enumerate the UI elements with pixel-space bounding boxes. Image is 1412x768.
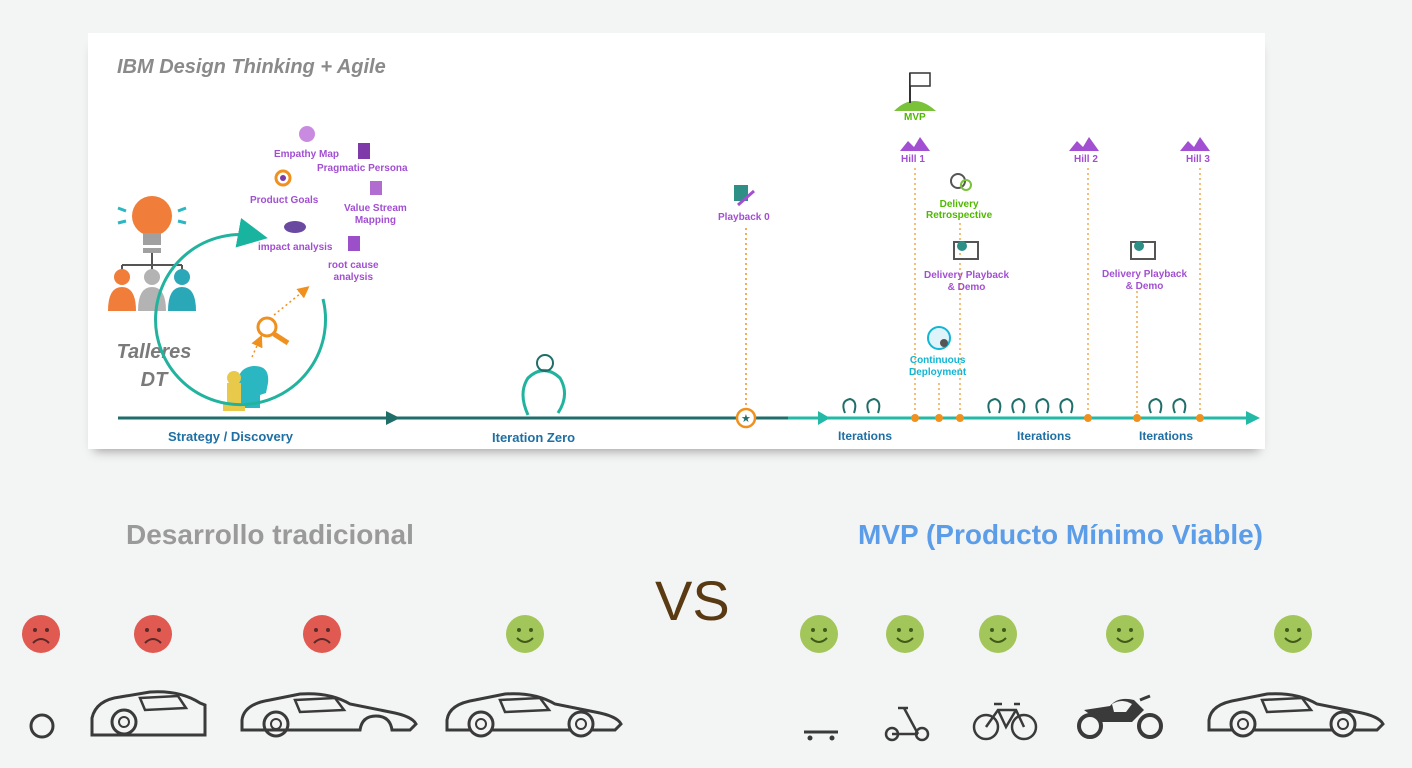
lightbulb-team-icon <box>108 196 196 311</box>
happy-face-3 <box>885 614 925 654</box>
discovery-icons <box>274 126 382 251</box>
delivery-retro-label: Delivery Retrospective <box>926 199 993 221</box>
happy-face-6 <box>1273 614 1313 654</box>
scooter-icon <box>884 706 930 742</box>
iteration-zero-loop-icon <box>521 354 566 416</box>
root-cause-label: root cause analysis <box>328 260 379 283</box>
diagram-graphics: ★ <box>108 72 1260 429</box>
playback-star-marker <box>735 407 757 429</box>
sad-face-1 <box>21 614 61 654</box>
ibm-diagram-card: IBM Design Thinking + Agile Talleres DT <box>88 33 1265 449</box>
delivery-playback-1-label: Delivery Playback & Demo <box>924 270 1010 293</box>
vs-label: VS <box>655 569 730 632</box>
hill-3-label: Hill 3 <box>1186 154 1210 165</box>
svg-text:★: ★ <box>741 413 751 425</box>
hill-1-label: Hill 1 <box>901 154 925 165</box>
happy-face-1 <box>505 614 545 654</box>
car-icon <box>445 692 623 738</box>
mvp-label: MVP <box>904 112 926 123</box>
timeline-arrow-1 <box>386 411 400 425</box>
car-no-wheels-icon <box>240 692 418 738</box>
wheel-icon <box>29 713 55 739</box>
mvp-flag-icon <box>894 72 936 111</box>
delivery-playback-2-label: Delivery Playback & Demo <box>1102 269 1188 292</box>
car-icon <box>1207 692 1385 738</box>
continuous-deployment-label: Continuous Deployment <box>909 355 967 378</box>
bicycle-icon <box>972 702 1038 741</box>
playback-0-label: Playback 0 <box>718 212 770 223</box>
happy-face-2 <box>799 614 839 654</box>
sad-face-2 <box>133 614 173 654</box>
diagram-title: IBM Design Thinking + Agile <box>117 56 386 78</box>
hill-icons <box>900 137 1210 151</box>
workshops-label: Talleres DT <box>116 341 192 391</box>
phase-iterations-1: Iterations <box>838 429 893 443</box>
head-chess-icon <box>223 365 269 411</box>
impact-analysis-label: impact analysis <box>258 242 333 253</box>
retrospective-icon <box>950 173 972 191</box>
empathy-map-label: Empathy Map <box>274 149 340 160</box>
magnifier-icon <box>256 316 290 346</box>
motorcycle-icon <box>1077 694 1163 739</box>
phase-iteration-zero: Iteration Zero <box>492 430 576 445</box>
traditional-heading: Desarrollo tradicional <box>126 519 414 550</box>
delivery-monitor-icon-1 <box>953 241 979 260</box>
skateboard-icon <box>804 730 838 741</box>
happy-face-5 <box>1105 614 1145 654</box>
timeline-arrow-end <box>1246 411 1260 425</box>
deployment-icon <box>927 326 951 350</box>
playback-icon <box>734 185 755 207</box>
sad-face-3 <box>302 614 342 654</box>
discovery-cycle-arrow <box>154 218 328 407</box>
delivery-monitor-icon-2 <box>1130 241 1156 260</box>
hill-2-label: Hill 2 <box>1074 154 1098 165</box>
car-body-icon <box>90 690 207 737</box>
phase-iterations-2: Iterations <box>1017 429 1072 443</box>
value-stream-label: Value Stream Mapping <box>344 203 407 226</box>
product-goals-label: Product Goals <box>250 195 319 206</box>
pragmatic-persona-label: Pragmatic Persona <box>317 163 408 174</box>
phase-iterations-3: Iterations <box>1139 429 1194 443</box>
mvp-heading: MVP (Producto Mínimo Viable) <box>858 519 1264 550</box>
phase-strategy: Strategy / Discovery <box>168 429 294 444</box>
happy-face-4 <box>978 614 1018 654</box>
sprint-loops <box>842 397 1187 414</box>
